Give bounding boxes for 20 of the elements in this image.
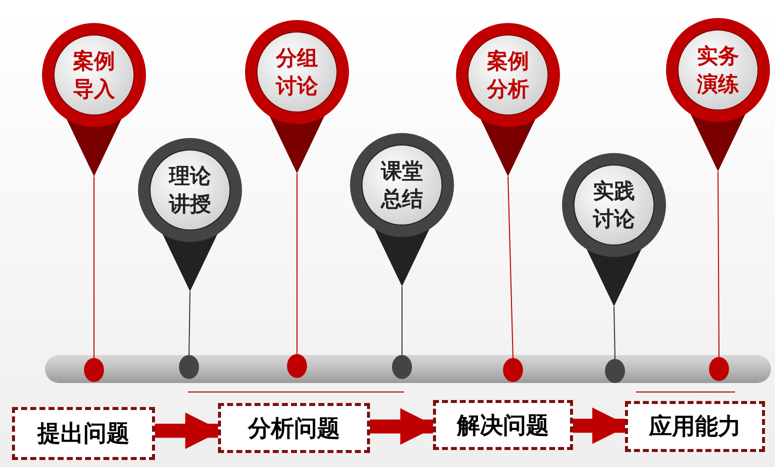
step-label: 解决问题 <box>457 412 549 440</box>
pin-label: 分组讨论 <box>274 45 319 100</box>
step-label: 分析问题 <box>248 414 340 444</box>
step-box <box>12 407 155 460</box>
pin-label: 案例导入 <box>72 48 116 103</box>
pin-label: 案例分析 <box>486 48 530 103</box>
pin-label: 实践讨论 <box>592 178 636 233</box>
pin-label: 课堂总结 <box>380 158 424 213</box>
connector-line <box>614 306 616 360</box>
step-label: 提出问题 <box>38 420 130 449</box>
step-label: 应用能力 <box>649 413 741 442</box>
pin-label: 实务演练 <box>696 43 740 98</box>
step-box <box>625 401 765 452</box>
pin-label: 理论讲授 <box>168 163 212 218</box>
connector-line <box>718 170 720 358</box>
step-box <box>218 403 370 453</box>
connector-line <box>508 176 514 358</box>
step-box <box>433 400 573 450</box>
connector-line <box>188 290 190 356</box>
connector-line <box>296 172 298 354</box>
